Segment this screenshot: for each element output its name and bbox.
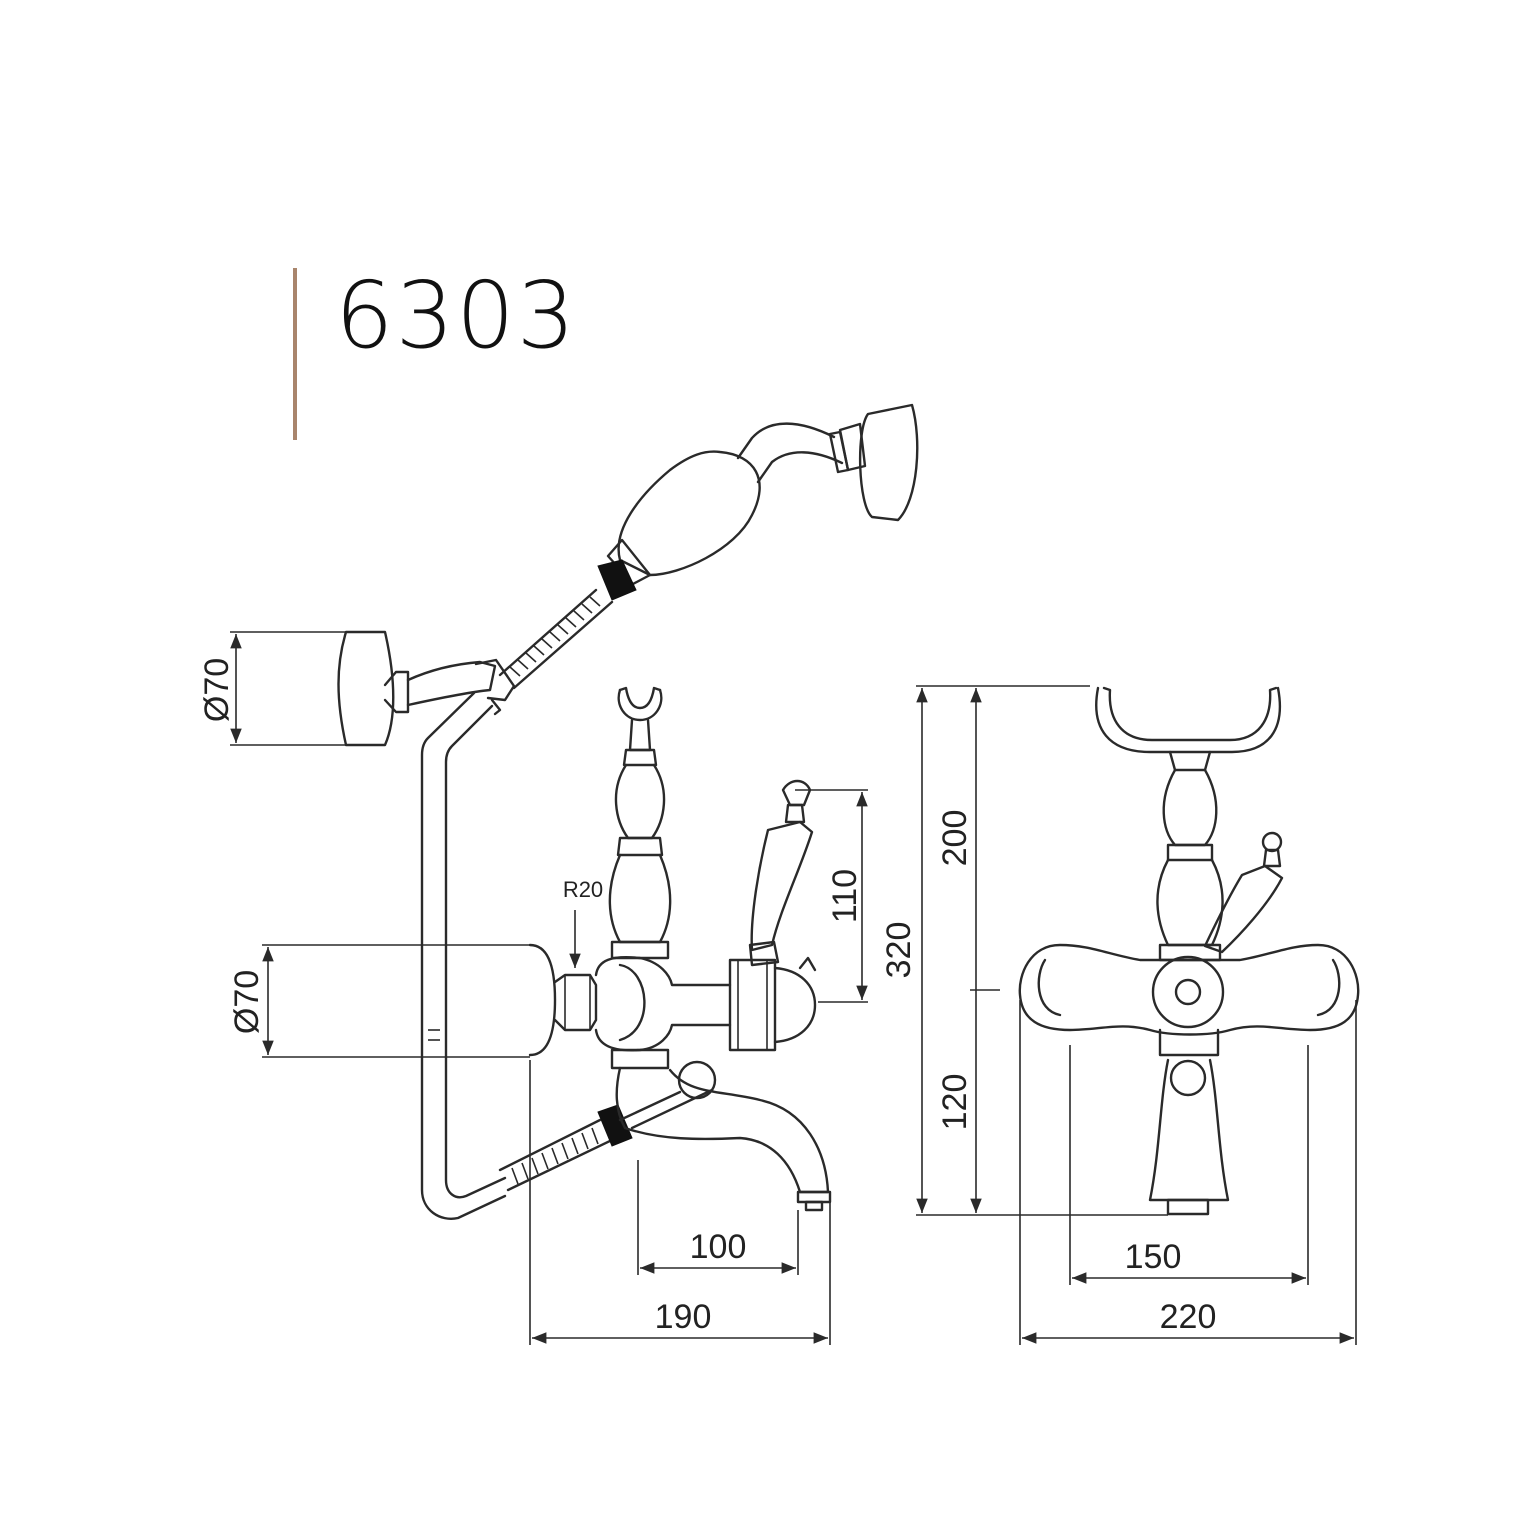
lever-height-label: 110 bbox=[826, 869, 864, 923]
model-number: 6303 bbox=[335, 262, 578, 369]
spout-reach-label: 100 bbox=[690, 1228, 747, 1266]
column-side bbox=[608, 748, 672, 960]
mixer-body-side bbox=[528, 943, 817, 1070]
front-view bbox=[916, 685, 1360, 1345]
handset-diameter-label: Ø70 bbox=[198, 658, 236, 722]
column-front bbox=[1156, 768, 1224, 962]
front-dimension-lines bbox=[916, 685, 1357, 1345]
shower-handle bbox=[597, 422, 844, 601]
lever-front bbox=[1203, 831, 1284, 954]
inlet-centres-label: 150 bbox=[1125, 1238, 1182, 1276]
side-view bbox=[230, 403, 919, 1345]
cradle-front bbox=[1095, 686, 1282, 772]
total-width-label: 220 bbox=[1160, 1298, 1217, 1336]
title-accent-bar bbox=[293, 268, 297, 440]
cradle-side bbox=[617, 686, 663, 752]
cradle-height-label: 200 bbox=[936, 810, 974, 867]
hose-upper bbox=[498, 588, 614, 690]
total-depth-label: 190 bbox=[655, 1298, 712, 1336]
lever-side bbox=[748, 779, 814, 967]
hose-lower bbox=[498, 1104, 633, 1192]
wall-flange-diameter-label: Ø70 bbox=[228, 970, 266, 1034]
spout-side bbox=[615, 1060, 832, 1212]
radius-label: R20 bbox=[563, 877, 603, 902]
mixer-body-front bbox=[1018, 943, 1360, 1057]
wall-bracket bbox=[230, 630, 516, 747]
total-height-label: 320 bbox=[880, 922, 918, 979]
spout-front bbox=[1148, 1058, 1230, 1216]
dimension-labels: Ø70 Ø70 R20 110 320 200 120 100 190 150 … bbox=[198, 658, 1216, 1336]
side-dimension-lines bbox=[262, 789, 868, 1345]
body-height-label: 120 bbox=[936, 1074, 974, 1131]
slide-rail bbox=[420, 691, 507, 1220]
